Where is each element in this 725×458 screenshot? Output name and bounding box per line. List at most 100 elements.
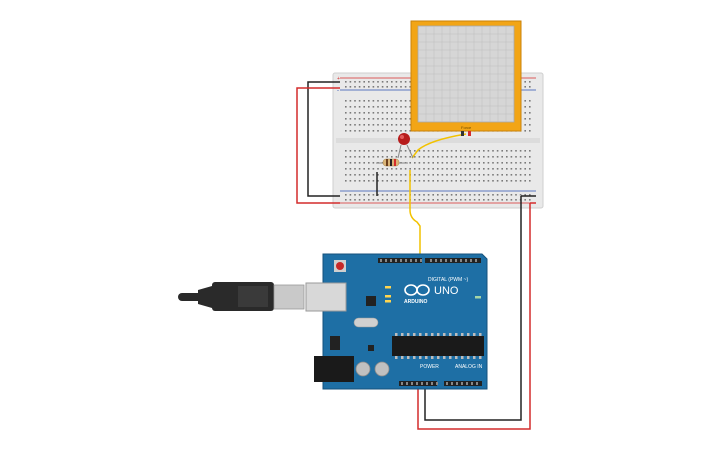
breadboard-hole[interactable]	[423, 180, 425, 182]
header-pin[interactable]	[475, 259, 477, 262]
arduino-board[interactable]: DIGITAL (PWM ~) ARDUINO UNO POWER ANALOG…	[305, 253, 488, 390]
breadboard-hole[interactable]	[368, 156, 370, 158]
breadboard-hole[interactable]	[368, 180, 370, 182]
breadboard-hole[interactable]	[400, 106, 402, 108]
breadboard-hole[interactable]	[363, 194, 365, 196]
breadboard-hole[interactable]	[510, 180, 513, 182]
reset-button-icon[interactable]	[336, 262, 344, 270]
breadboard-hole[interactable]	[377, 112, 379, 114]
breadboard-hole[interactable]	[381, 100, 384, 102]
breadboard-hole[interactable]	[409, 86, 411, 88]
breadboard-hole[interactable]	[432, 162, 434, 164]
breadboard-hole[interactable]	[464, 199, 467, 201]
breadboard-hole[interactable]	[492, 150, 494, 152]
breadboard-hole[interactable]	[386, 112, 388, 114]
breadboard-hole[interactable]	[437, 168, 439, 170]
breadboard-hole[interactable]	[524, 100, 526, 102]
breadboard-hole[interactable]	[395, 168, 398, 170]
breadboard-hole[interactable]	[496, 180, 499, 182]
breadboard-hole[interactable]	[529, 124, 531, 126]
breadboard-hole[interactable]	[391, 180, 393, 182]
breadboard-hole[interactable]	[349, 168, 352, 170]
breadboard-hole[interactable]	[345, 199, 347, 201]
breadboard-hole[interactable]	[391, 174, 393, 176]
wire-black-right[interactable]	[424, 196, 522, 421]
breadboard-hole[interactable]	[529, 130, 531, 132]
breadboard-hole[interactable]	[354, 150, 356, 152]
breadboard-hole[interactable]	[354, 81, 356, 83]
breadboard-hole[interactable]	[450, 156, 453, 158]
breadboard-hole[interactable]	[349, 106, 352, 108]
breadboard-hole[interactable]	[345, 174, 347, 176]
breadboard-hole[interactable]	[432, 180, 434, 182]
breadboard-hole[interactable]	[455, 180, 457, 182]
breadboard-hole[interactable]	[358, 180, 361, 182]
breadboard-hole[interactable]	[372, 199, 375, 201]
breadboard-hole[interactable]	[427, 194, 430, 196]
header-pin[interactable]	[410, 259, 412, 262]
header-pin[interactable]	[426, 382, 428, 385]
header-pin[interactable]	[400, 259, 402, 262]
breadboard-hole[interactable]	[354, 100, 356, 102]
breadboard-hole[interactable]	[358, 81, 361, 83]
breadboard-hole[interactable]	[345, 124, 347, 126]
breadboard-hole[interactable]	[400, 180, 402, 182]
breadboard-hole[interactable]	[400, 112, 402, 114]
breadboard-hole[interactable]	[529, 162, 531, 164]
breadboard-hole[interactable]	[524, 174, 526, 176]
digital-pins[interactable]	[380, 259, 477, 262]
breadboard-hole[interactable]	[446, 156, 448, 158]
breadboard-hole[interactable]	[441, 156, 444, 158]
breadboard-hole[interactable]	[377, 199, 379, 201]
breadboard-hole[interactable]	[377, 81, 379, 83]
breadboard-hole[interactable]	[400, 124, 402, 126]
breadboard-hole[interactable]	[372, 156, 375, 158]
breadboard-hole[interactable]	[372, 112, 375, 114]
breadboard-hole[interactable]	[423, 194, 425, 196]
force-sensor[interactable]: Force	[410, 20, 522, 136]
breadboard-hole[interactable]	[354, 156, 356, 158]
breadboard-hole[interactable]	[450, 162, 453, 164]
breadboard-hole[interactable]	[483, 199, 485, 201]
breadboard-hole[interactable]	[414, 174, 416, 176]
breadboard-hole[interactable]	[345, 180, 347, 182]
breadboard-hole[interactable]	[529, 86, 531, 88]
breadboard-hole[interactable]	[386, 180, 388, 182]
breadboard-hole[interactable]	[404, 124, 407, 126]
breadboard-hole[interactable]	[473, 180, 476, 182]
breadboard-hole[interactable]	[519, 162, 522, 164]
breadboard-hole[interactable]	[496, 174, 499, 176]
breadboard-hole[interactable]	[460, 174, 462, 176]
breadboard-hole[interactable]	[487, 156, 490, 158]
breadboard-hole[interactable]	[372, 180, 375, 182]
breadboard-hole[interactable]	[404, 180, 407, 182]
breadboard-hole[interactable]	[515, 156, 517, 158]
breadboard-hole[interactable]	[391, 124, 393, 126]
breadboard-hole[interactable]	[473, 156, 476, 158]
breadboard-hole[interactable]	[381, 199, 384, 201]
breadboard-hole[interactable]	[409, 81, 411, 83]
header-pin[interactable]	[395, 259, 397, 262]
breadboard-hole[interactable]	[400, 81, 402, 83]
breadboard-hole[interactable]	[414, 162, 416, 164]
breadboard-hole[interactable]	[487, 180, 490, 182]
breadboard-hole[interactable]	[529, 180, 531, 182]
breadboard-hole[interactable]	[345, 106, 347, 108]
breadboard-hole[interactable]	[427, 168, 430, 170]
breadboard-hole[interactable]	[372, 106, 375, 108]
breadboard-hole[interactable]	[529, 100, 531, 102]
breadboard-hole[interactable]	[372, 174, 375, 176]
breadboard-hole[interactable]	[349, 118, 352, 120]
breadboard-hole[interactable]	[441, 150, 444, 152]
breadboard-hole[interactable]	[349, 86, 352, 88]
breadboard-hole[interactable]	[460, 162, 462, 164]
breadboard-hole[interactable]	[414, 180, 416, 182]
breadboard-hole[interactable]	[524, 150, 526, 152]
breadboard-hole[interactable]	[368, 81, 370, 83]
breadboard-hole[interactable]	[381, 124, 384, 126]
breadboard-hole[interactable]	[409, 162, 411, 164]
breadboard-hole[interactable]	[473, 174, 476, 176]
breadboard-hole[interactable]	[524, 86, 526, 88]
breadboard-hole[interactable]	[506, 168, 508, 170]
breadboard-hole[interactable]	[377, 194, 379, 196]
